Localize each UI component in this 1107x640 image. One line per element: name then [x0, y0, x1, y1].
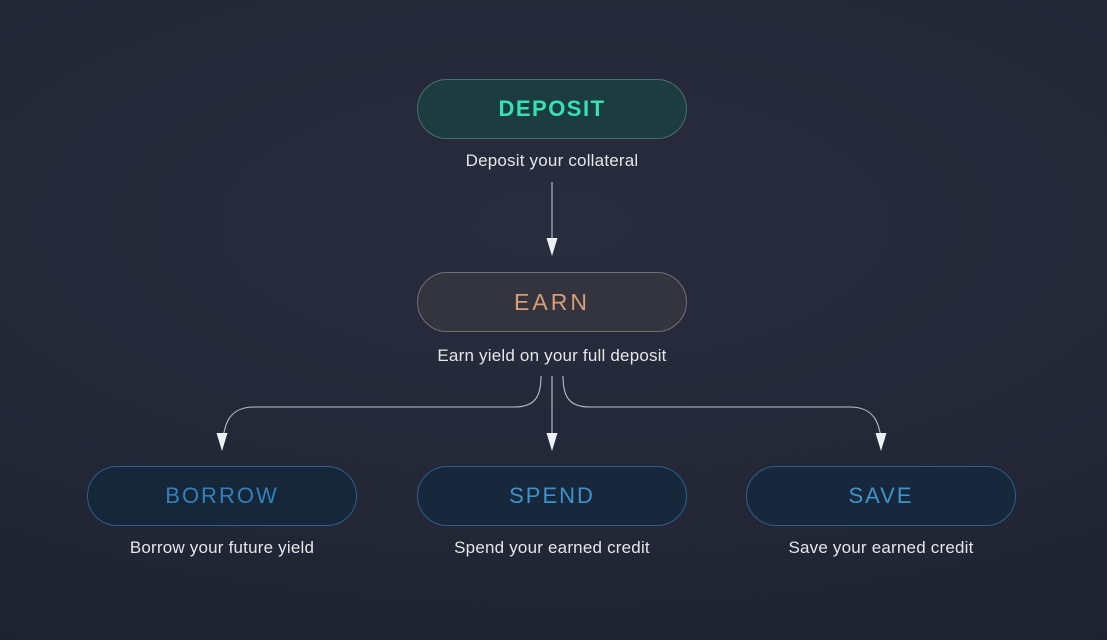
edge-earn-save — [562, 375, 887, 451]
save-button[interactable]: SAVE — [746, 466, 1016, 526]
save-caption: Save your earned credit — [788, 538, 974, 557]
spend-button[interactable]: SPEND — [417, 466, 687, 526]
arrowhead-earn-icon — [546, 238, 558, 256]
arrowhead-save-icon — [875, 433, 887, 451]
deposit-button[interactable]: DEPOSIT — [417, 79, 687, 139]
deposit-caption: Deposit your collateral — [465, 151, 639, 170]
spend-caption: Spend your earned credit — [454, 538, 650, 557]
earn-caption: Earn yield on your full deposit — [437, 346, 667, 365]
borrow-caption: Borrow your future yield — [129, 538, 315, 557]
edge-earn-spend — [546, 376, 558, 451]
edge-deposit-earn — [546, 182, 558, 256]
arrowhead-borrow-icon — [216, 433, 228, 451]
arrowhead-spend-icon — [546, 433, 558, 451]
edge-earn-borrow — [216, 375, 542, 451]
borrow-button[interactable]: BORROW — [87, 466, 357, 526]
earn-button[interactable]: EARN — [417, 272, 687, 332]
